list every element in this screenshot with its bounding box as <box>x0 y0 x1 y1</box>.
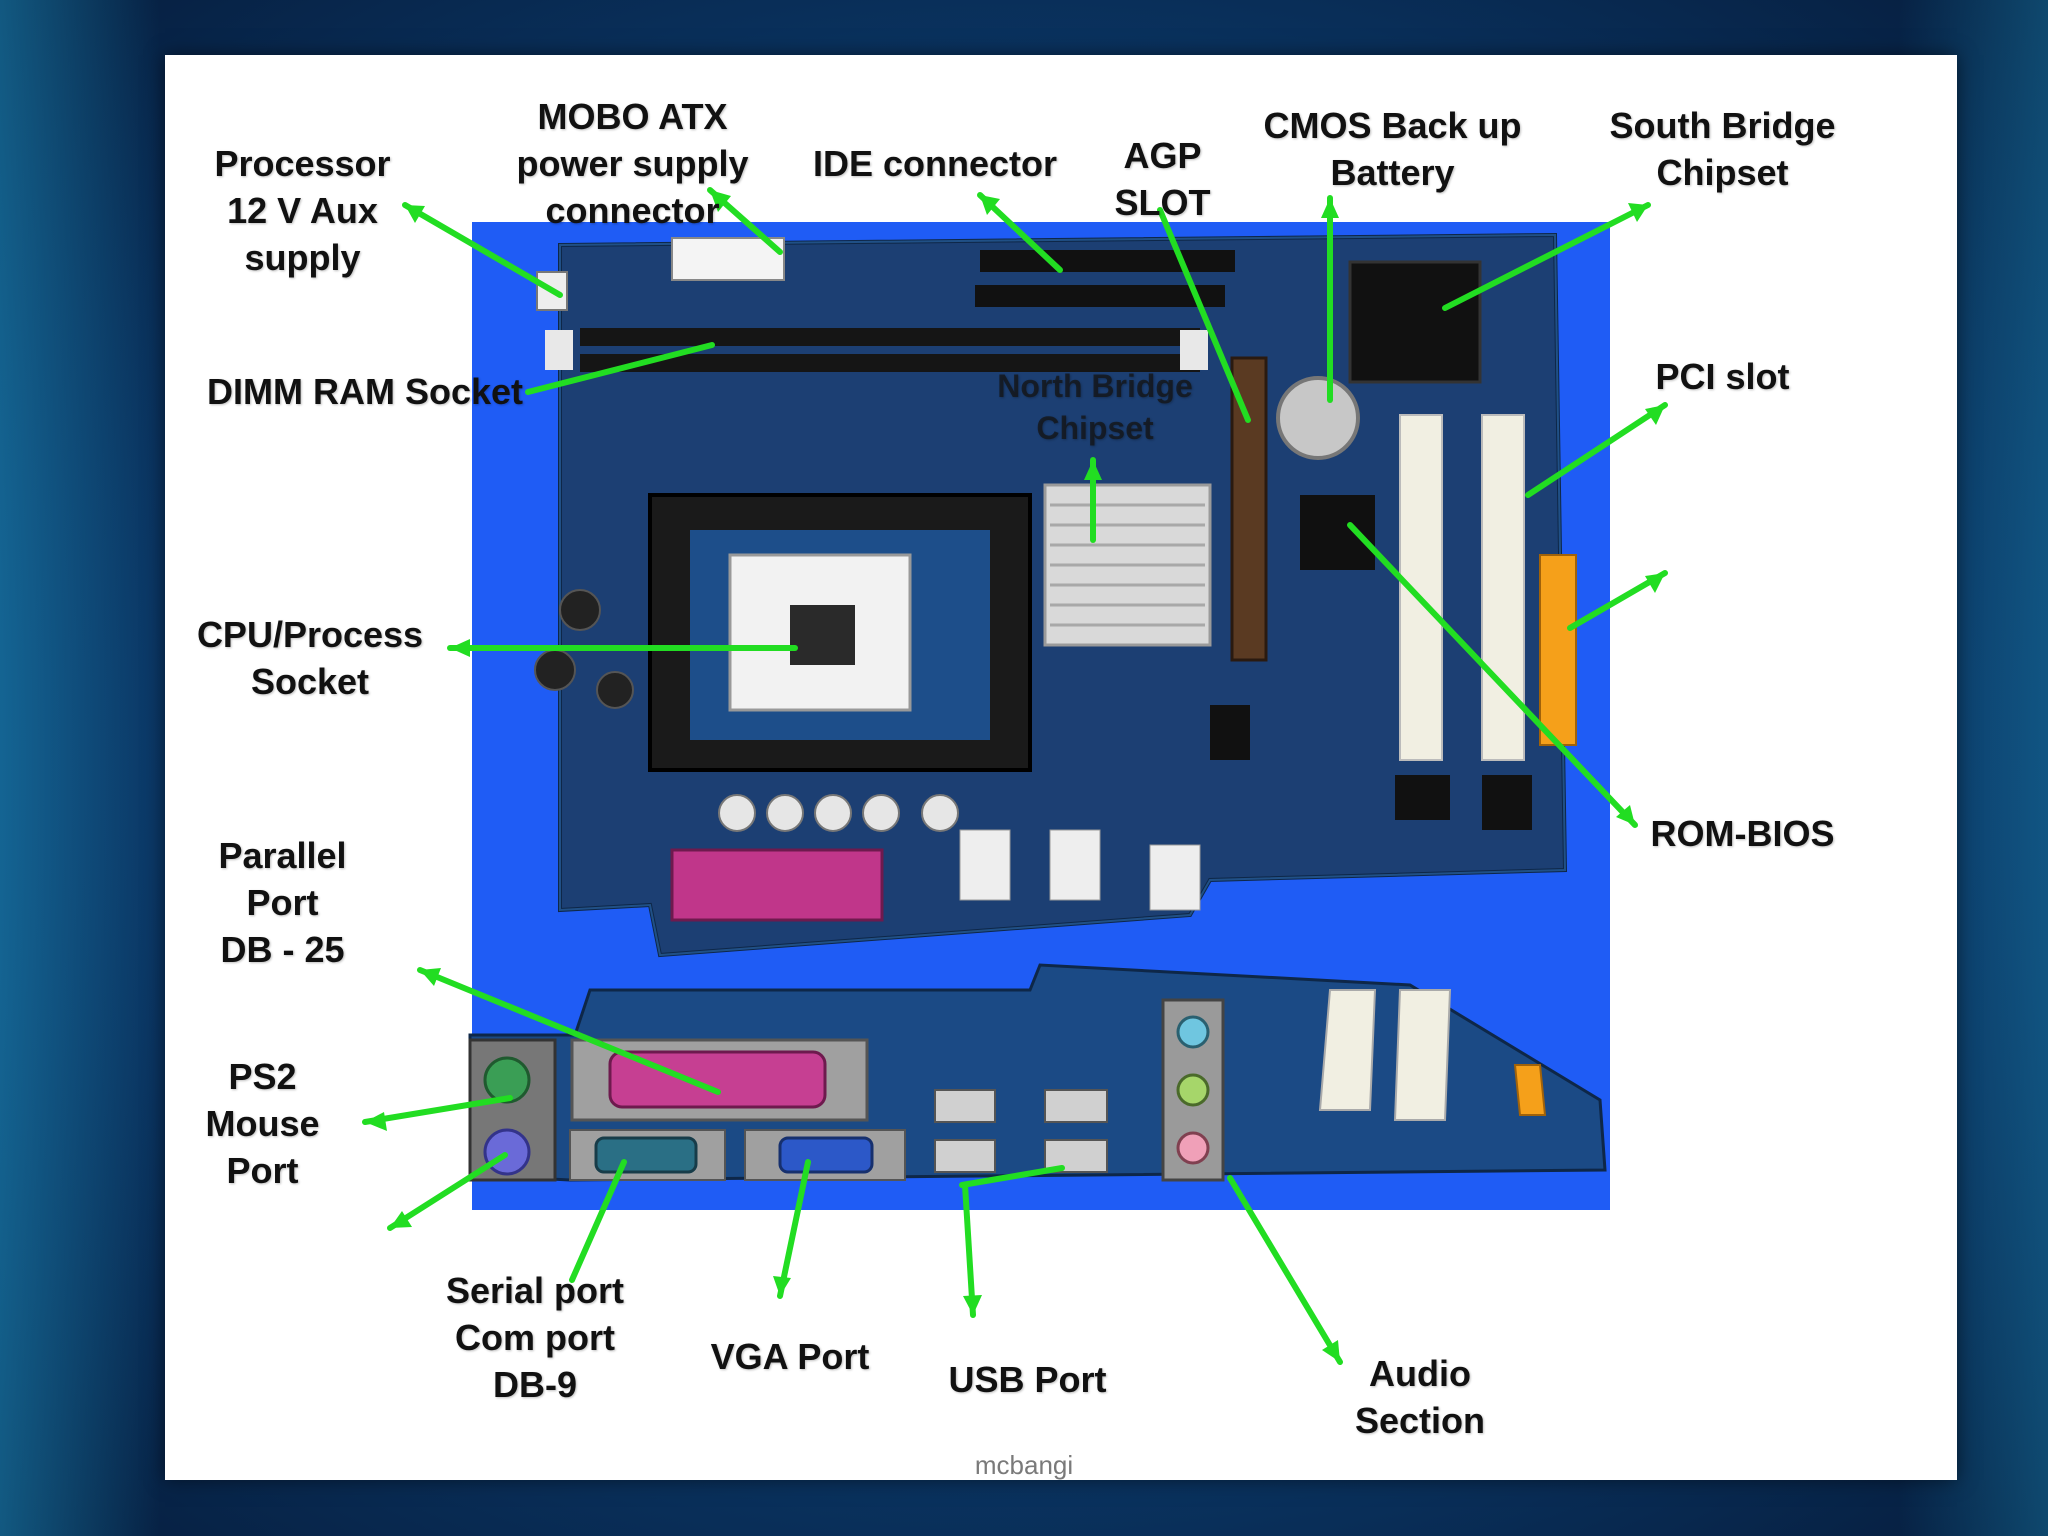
label-north-bridge: North Bridge Chipset <box>997 368 1193 446</box>
arrow-heads <box>365 190 1665 1362</box>
label-pci-slot: PCI slot <box>1655 356 1790 397</box>
arrow-usb-main <box>962 1182 976 1318</box>
south-bridge-chip <box>1348 260 1482 384</box>
label-mobo-atx: MOBO ATX power supply connector <box>516 96 749 231</box>
arrow-dimm <box>525 342 715 395</box>
motherboard-back-panel-view <box>468 963 1607 1182</box>
arrow-rom-bios <box>1347 522 1638 828</box>
label-dimm-socket: DIMM RAM Socket <box>206 371 524 412</box>
orange-slot <box>1539 554 1577 746</box>
label-ps2-mouse: PS2 Mouse Port <box>205 1056 320 1191</box>
arrow-serial <box>569 1159 627 1283</box>
label-cpu-socket: CPU/Process Socket <box>196 614 424 702</box>
parallel-port-connector <box>608 1050 827 1109</box>
aux-power-connector <box>536 271 568 311</box>
label-rom-bios: ROM-BIOS <box>1650 813 1835 854</box>
arrow-ide <box>977 192 1063 273</box>
label-cmos-battery: CMOS Back up Battery <box>1263 105 1522 193</box>
usb-ports <box>934 1089 1108 1173</box>
label-agp-slot: AGP SLOT <box>1114 135 1211 223</box>
arrow-vga <box>777 1159 811 1299</box>
pci-slot-2 <box>1481 414 1525 761</box>
ps2-purple-port <box>483 1128 531 1176</box>
bios-chip <box>1300 495 1375 570</box>
arrow-ps2-mouse <box>362 1095 513 1125</box>
arrow-south-bridge <box>1442 202 1651 311</box>
arrow-usb-link <box>959 1165 1065 1188</box>
arrow-processor-aux <box>402 202 563 298</box>
arrow-audio <box>1227 1175 1343 1365</box>
vga-port <box>778 1136 874 1174</box>
arrow-agp <box>1157 207 1251 423</box>
serial-port <box>594 1136 698 1174</box>
watermark: mcbangi <box>974 1450 1074 1480</box>
agp-slot <box>1230 356 1268 662</box>
label-ide-connector: IDE connector <box>812 143 1058 184</box>
ide-slot <box>980 250 1235 272</box>
dimm-slot <box>580 328 1200 346</box>
motherboard-top-view <box>534 232 1577 958</box>
arrow-ps2-keyboard <box>387 1152 508 1231</box>
label-audio-section: Audio Section <box>1354 1353 1486 1441</box>
label-parallel-port: Parallel Port DB - 25 <box>218 835 347 970</box>
label-usb-port: USB Port <box>948 1359 1107 1400</box>
label-south-bridge: South Bridge Chipset <box>1609 105 1836 193</box>
label-processor-aux: Processor 12 V Aux supply <box>214 143 391 278</box>
atx-connector <box>671 237 785 281</box>
ps2-green-port <box>483 1056 531 1104</box>
arrow-pci <box>1525 402 1668 498</box>
cmos-battery <box>1276 376 1360 460</box>
arrow-parallel <box>417 967 721 1095</box>
label-serial-port: Serial port Com port DB-9 <box>445 1270 625 1405</box>
label-vga-port: VGA Port <box>710 1336 870 1377</box>
